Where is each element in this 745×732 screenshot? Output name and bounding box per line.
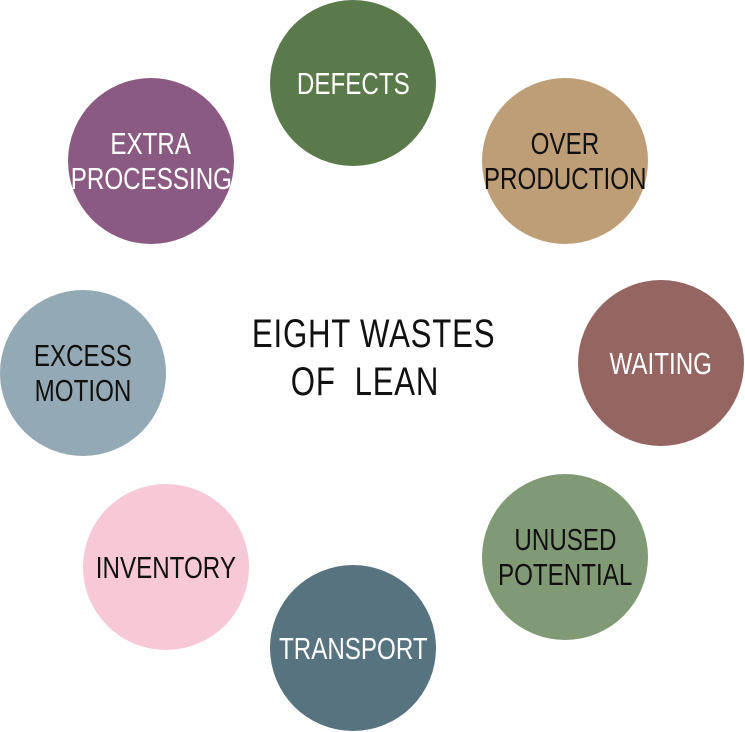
diagram-title: EIGHT WASTES OF LEAN [251, 310, 496, 406]
waste-label: UNUSED [513, 522, 617, 557]
waste-label: PROCESSING [70, 161, 232, 196]
waste-label: EXCESS [33, 338, 133, 373]
title-line-2: OF LEAN [290, 360, 440, 404]
waste-circle-transport: TRANSPORT [270, 565, 436, 731]
waste-circle-unused-potential: UNUSED POTENTIAL [482, 474, 648, 640]
waste-circle-defects: DEFECTS [270, 0, 436, 166]
title-line-1: EIGHT WASTES [251, 312, 496, 356]
waste-label: DEFECTS [296, 65, 410, 101]
waste-label: MOTION [34, 373, 132, 408]
waste-label: PRODUCTION [483, 161, 647, 196]
waste-label: POTENTIAL [497, 557, 633, 592]
waste-label: TRANSPORT [278, 630, 428, 666]
waste-circle-over-production: OVER PRODUCTION [482, 78, 648, 244]
waste-label: WAITING [609, 345, 713, 381]
waste-label: INVENTORY [95, 549, 237, 585]
waste-circle-inventory: INVENTORY [83, 484, 249, 650]
waste-label: OVER [530, 126, 600, 161]
waste-circle-excess-motion: EXCESS MOTION [0, 290, 166, 456]
waste-label: EXTRA [110, 126, 192, 161]
waste-circle-extra-processing: EXTRA PROCESSING [68, 78, 234, 244]
waste-circle-waiting: WAITING [578, 280, 744, 446]
